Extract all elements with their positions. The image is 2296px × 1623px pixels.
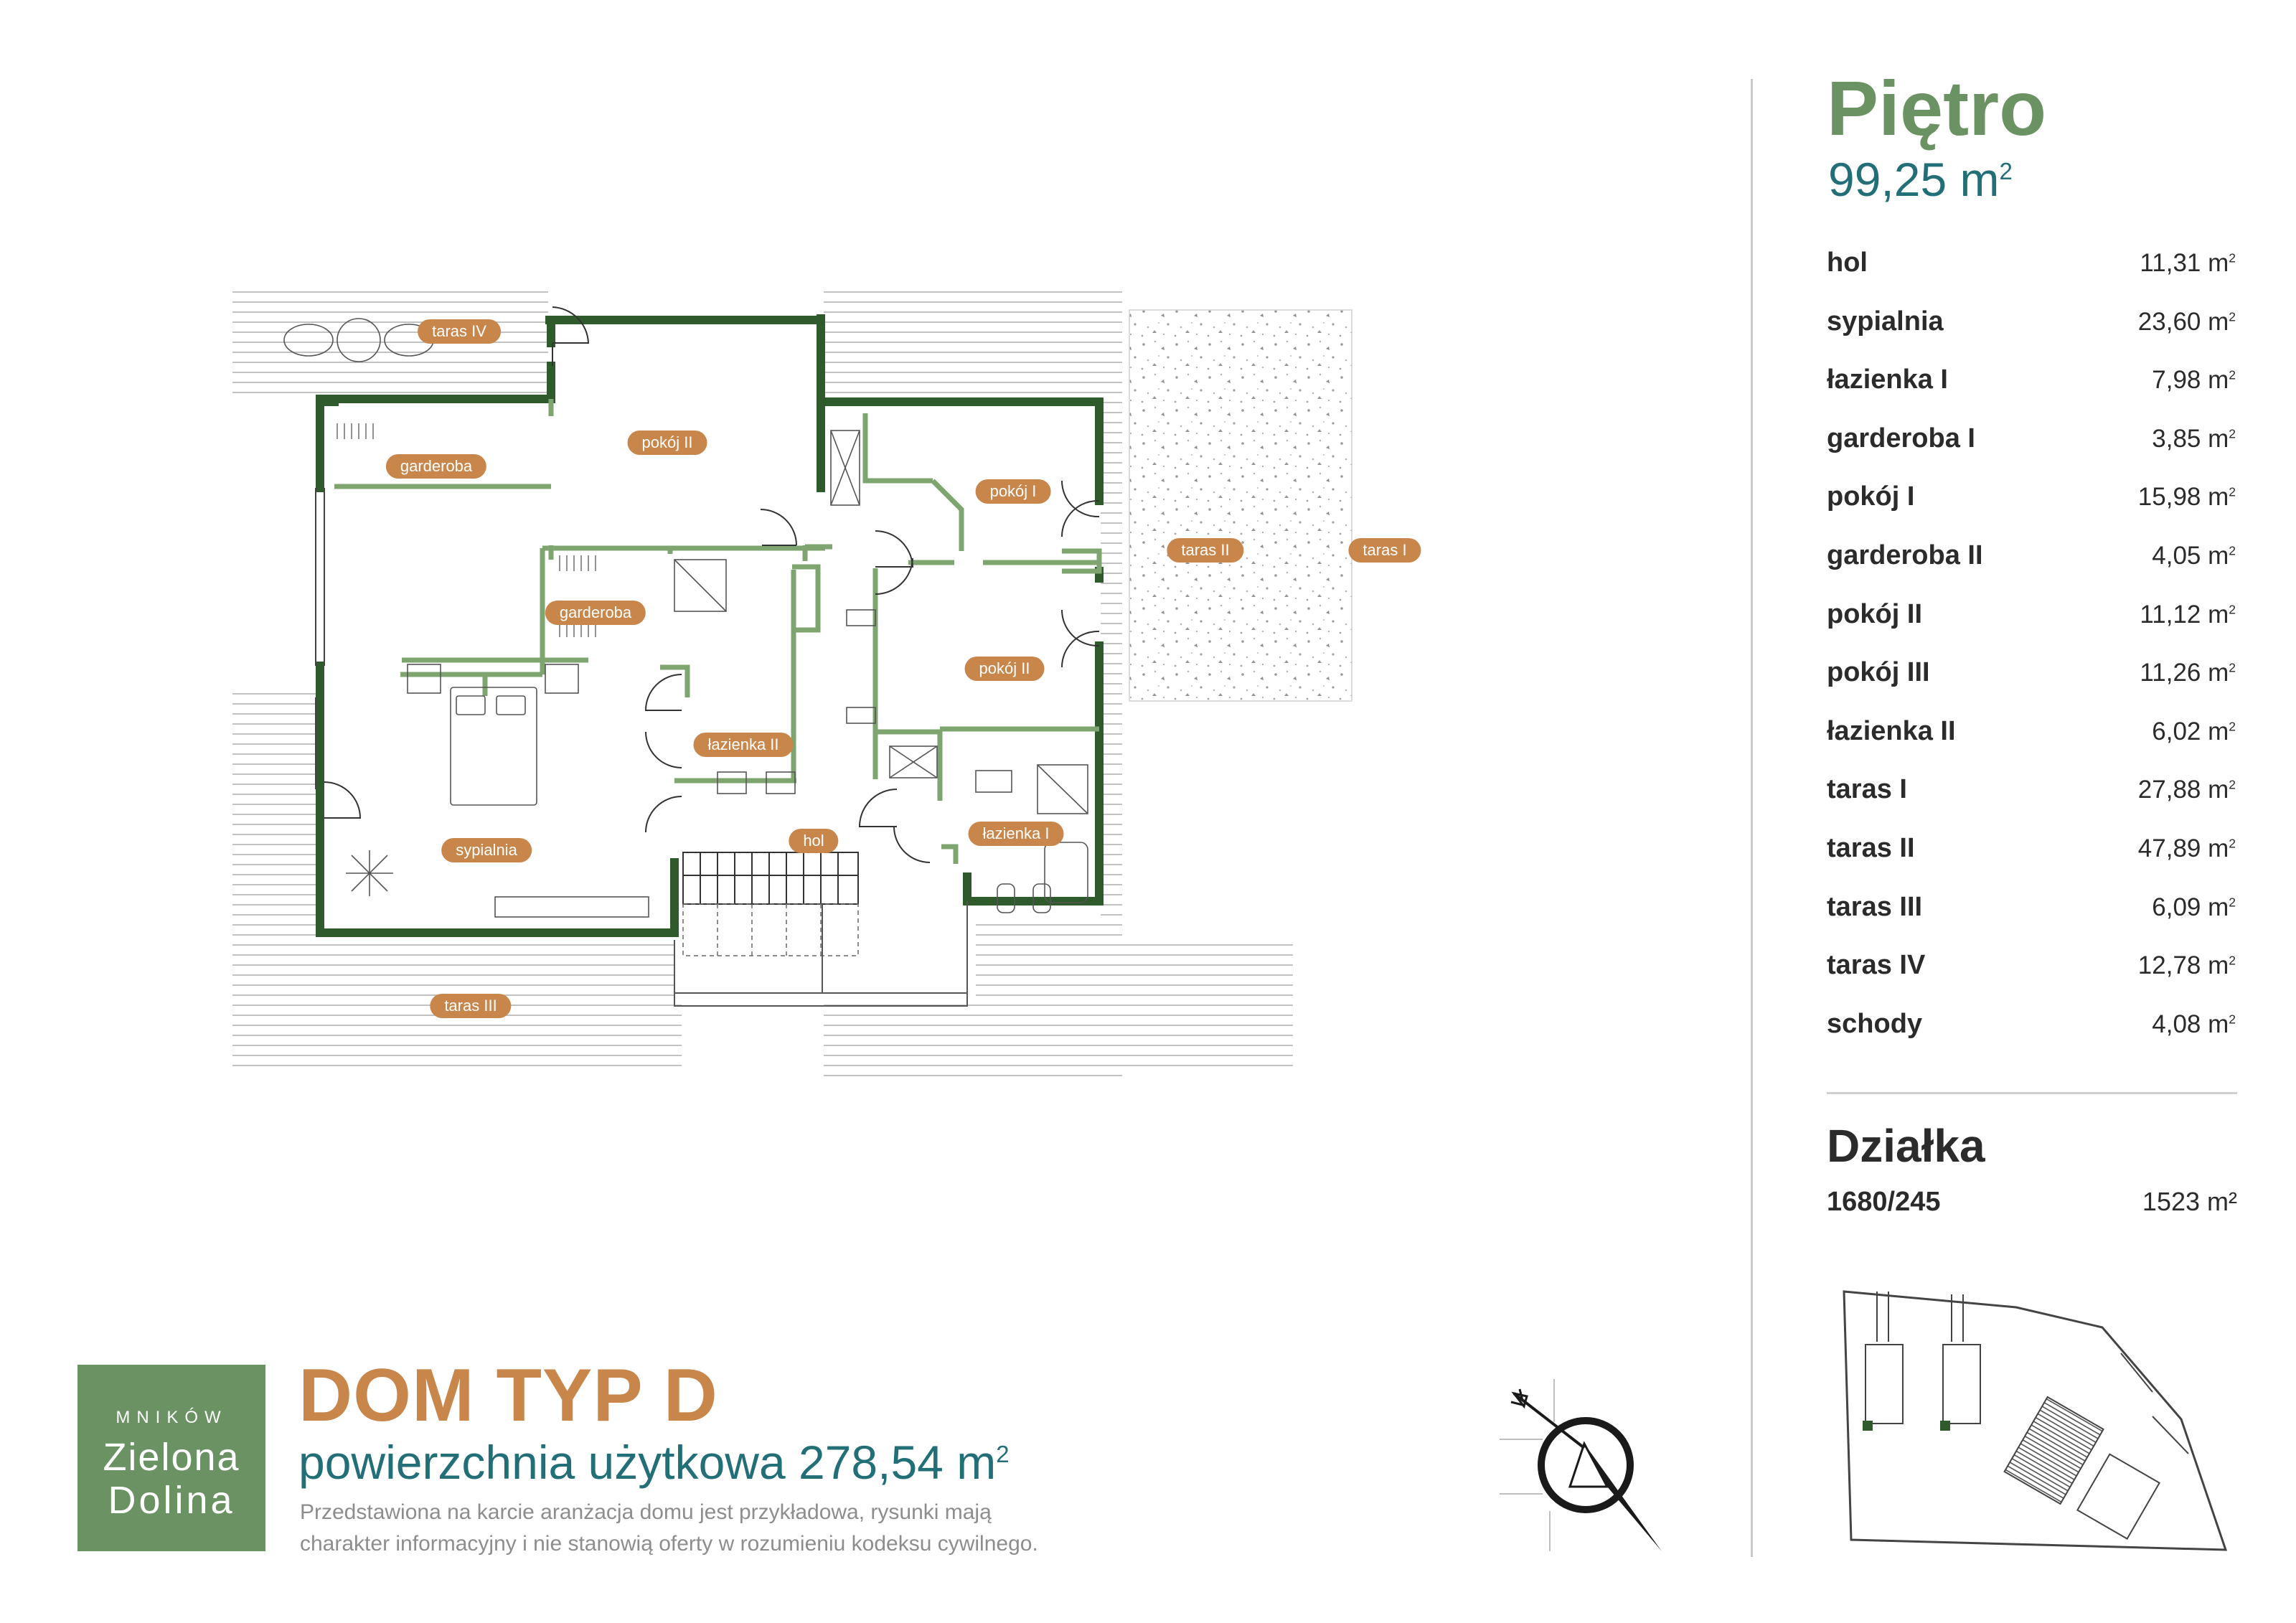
terrace-ii-bottom-deck bbox=[961, 941, 1293, 1069]
site-plan-map bbox=[1837, 1284, 2231, 1557]
room-name: łazienka I bbox=[1827, 364, 1948, 395]
room-name: taras IV bbox=[1827, 950, 1926, 981]
vertical-divider bbox=[1751, 79, 1753, 1557]
label-pokoj-ii-top: pokój II bbox=[627, 431, 707, 455]
room-area: 7,98 m2 bbox=[2152, 366, 2236, 395]
room-name: łazienka II bbox=[1827, 715, 1956, 746]
logo-line-2: Dolina bbox=[108, 1479, 235, 1522]
terrace-iv-deck bbox=[232, 291, 548, 397]
horizontal-divider bbox=[1827, 1092, 2237, 1094]
usable-area-sup: 2 bbox=[996, 1441, 1010, 1467]
disclaimer-line-1: Przedstawiona na karcie aranżacja domu j… bbox=[300, 1500, 992, 1524]
label-sypialnia: sypialnia bbox=[441, 838, 532, 862]
room-area: 12,78 m2 bbox=[2137, 951, 2236, 980]
list-item: łazienka II 6,02 m2 bbox=[1827, 716, 2236, 775]
list-item: hol 11,31 m2 bbox=[1827, 248, 2236, 306]
disclaimer: Przedstawiona na karcie aranżacja domu j… bbox=[300, 1497, 1204, 1560]
room-area: 47,89 m2 bbox=[2137, 834, 2236, 862]
plot-area: 1523 m² bbox=[2142, 1187, 2237, 1216]
label-garderoba-mid: garderoba bbox=[545, 601, 646, 625]
logo-line-1: Zielona bbox=[103, 1436, 240, 1479]
floor-title: Piętro bbox=[1827, 65, 2047, 151]
room-name: hol bbox=[1827, 248, 1868, 278]
floor-plan: taras IV pokój II garderoba pokój I tara… bbox=[215, 273, 1521, 1091]
room-name: garderoba II bbox=[1827, 540, 1983, 570]
room-area: 6,09 m2 bbox=[2152, 893, 2236, 921]
floor-area: 99,25 m2 bbox=[1828, 152, 2013, 207]
label-lazienka-ii: łazienka II bbox=[693, 733, 794, 757]
room-name: pokój II bbox=[1827, 598, 1922, 629]
floor-area-value: 99,25 m bbox=[1828, 153, 2000, 206]
label-taras-ii: taras II bbox=[1167, 538, 1244, 563]
usable-area-text: powierzchnia użytkowa 278,54 m bbox=[298, 1436, 997, 1489]
room-area: 11,26 m2 bbox=[2140, 659, 2236, 687]
list-item: pokój I 15,98 m2 bbox=[1827, 481, 2236, 540]
label-hol: hol bbox=[789, 829, 839, 853]
room-area: 3,85 m2 bbox=[2152, 424, 2236, 453]
list-item: pokój II 11,12 m2 bbox=[1827, 599, 2236, 658]
room-area: 11,31 m2 bbox=[2140, 249, 2236, 277]
list-item: garderoba I 3,85 m2 bbox=[1827, 423, 2236, 482]
room-name: garderoba I bbox=[1827, 423, 1975, 453]
label-pokoj-ii-right: pokój II bbox=[964, 657, 1045, 681]
list-item: taras I 27,88 m2 bbox=[1827, 774, 2236, 833]
terrace-i-gravel bbox=[1129, 309, 1352, 702]
list-item: pokój III 11,26 m2 bbox=[1827, 657, 2236, 716]
room-area: 27,88 m2 bbox=[2137, 776, 2236, 804]
list-item: łazienka I 7,98 m2 bbox=[1827, 364, 2236, 423]
room-area: 4,08 m2 bbox=[2152, 1010, 2236, 1038]
label-lazienka-i: łazienka I bbox=[968, 822, 1064, 846]
label-taras-iv: taras IV bbox=[418, 319, 501, 344]
disclaimer-line-2: charakter informacyjny i nie stanowią of… bbox=[300, 1532, 1038, 1556]
label-taras-i: taras I bbox=[1348, 538, 1421, 563]
brand-logo: MNIKÓW Zielona Dolina bbox=[77, 1365, 265, 1551]
list-item: schody 4,08 m2 bbox=[1827, 1009, 2236, 1068]
room-area: 6,02 m2 bbox=[2152, 717, 2236, 745]
floor-area-unit-sup: 2 bbox=[1999, 158, 2013, 184]
room-name: taras I bbox=[1827, 774, 1907, 805]
list-item: taras II 47,89 m2 bbox=[1827, 833, 2236, 892]
plot-info: 1680/245 1523 m² bbox=[1827, 1187, 2237, 1218]
usable-area: powierzchnia użytkowa 278,54 m2 bbox=[298, 1435, 1010, 1490]
room-name: sypialnia bbox=[1827, 306, 1944, 337]
room-name: taras III bbox=[1827, 891, 1923, 922]
logo-small-text: MNIKÓW bbox=[116, 1408, 227, 1427]
floor-plan-drawing bbox=[232, 288, 1352, 1085]
list-item: taras IV 12,78 m2 bbox=[1827, 950, 2236, 1009]
label-garderoba-top: garderoba bbox=[385, 454, 487, 479]
list-item: taras III 6,09 m2 bbox=[1827, 892, 2236, 951]
room-name: pokój III bbox=[1827, 657, 1930, 688]
room-area-list: hol 11,31 m2 sypialnia 23,60 m2 łazienka I… bbox=[1827, 248, 2236, 1067]
label-pokoj-i: pokój I bbox=[975, 479, 1051, 504]
room-area: 11,12 m2 bbox=[2140, 600, 2236, 629]
room-area: 15,98 m2 bbox=[2137, 483, 2236, 512]
label-taras-iii: taras III bbox=[430, 994, 512, 1018]
room-name: taras II bbox=[1827, 832, 1915, 863]
room-name: schody bbox=[1827, 1008, 1923, 1039]
list-item: sypialnia 23,60 m2 bbox=[1827, 306, 2236, 365]
room-area: 4,05 m2 bbox=[2152, 541, 2236, 570]
plot-title: Działka bbox=[1827, 1120, 1985, 1172]
plot-id: 1680/245 bbox=[1827, 1187, 1941, 1217]
room-area: 23,60 m2 bbox=[2137, 307, 2236, 336]
house-type-title: DOM TYP D bbox=[298, 1354, 718, 1437]
room-name: pokój I bbox=[1827, 481, 1915, 512]
list-item: garderoba II 4,05 m2 bbox=[1827, 540, 2236, 599]
compass-icon bbox=[1500, 1379, 1679, 1558]
